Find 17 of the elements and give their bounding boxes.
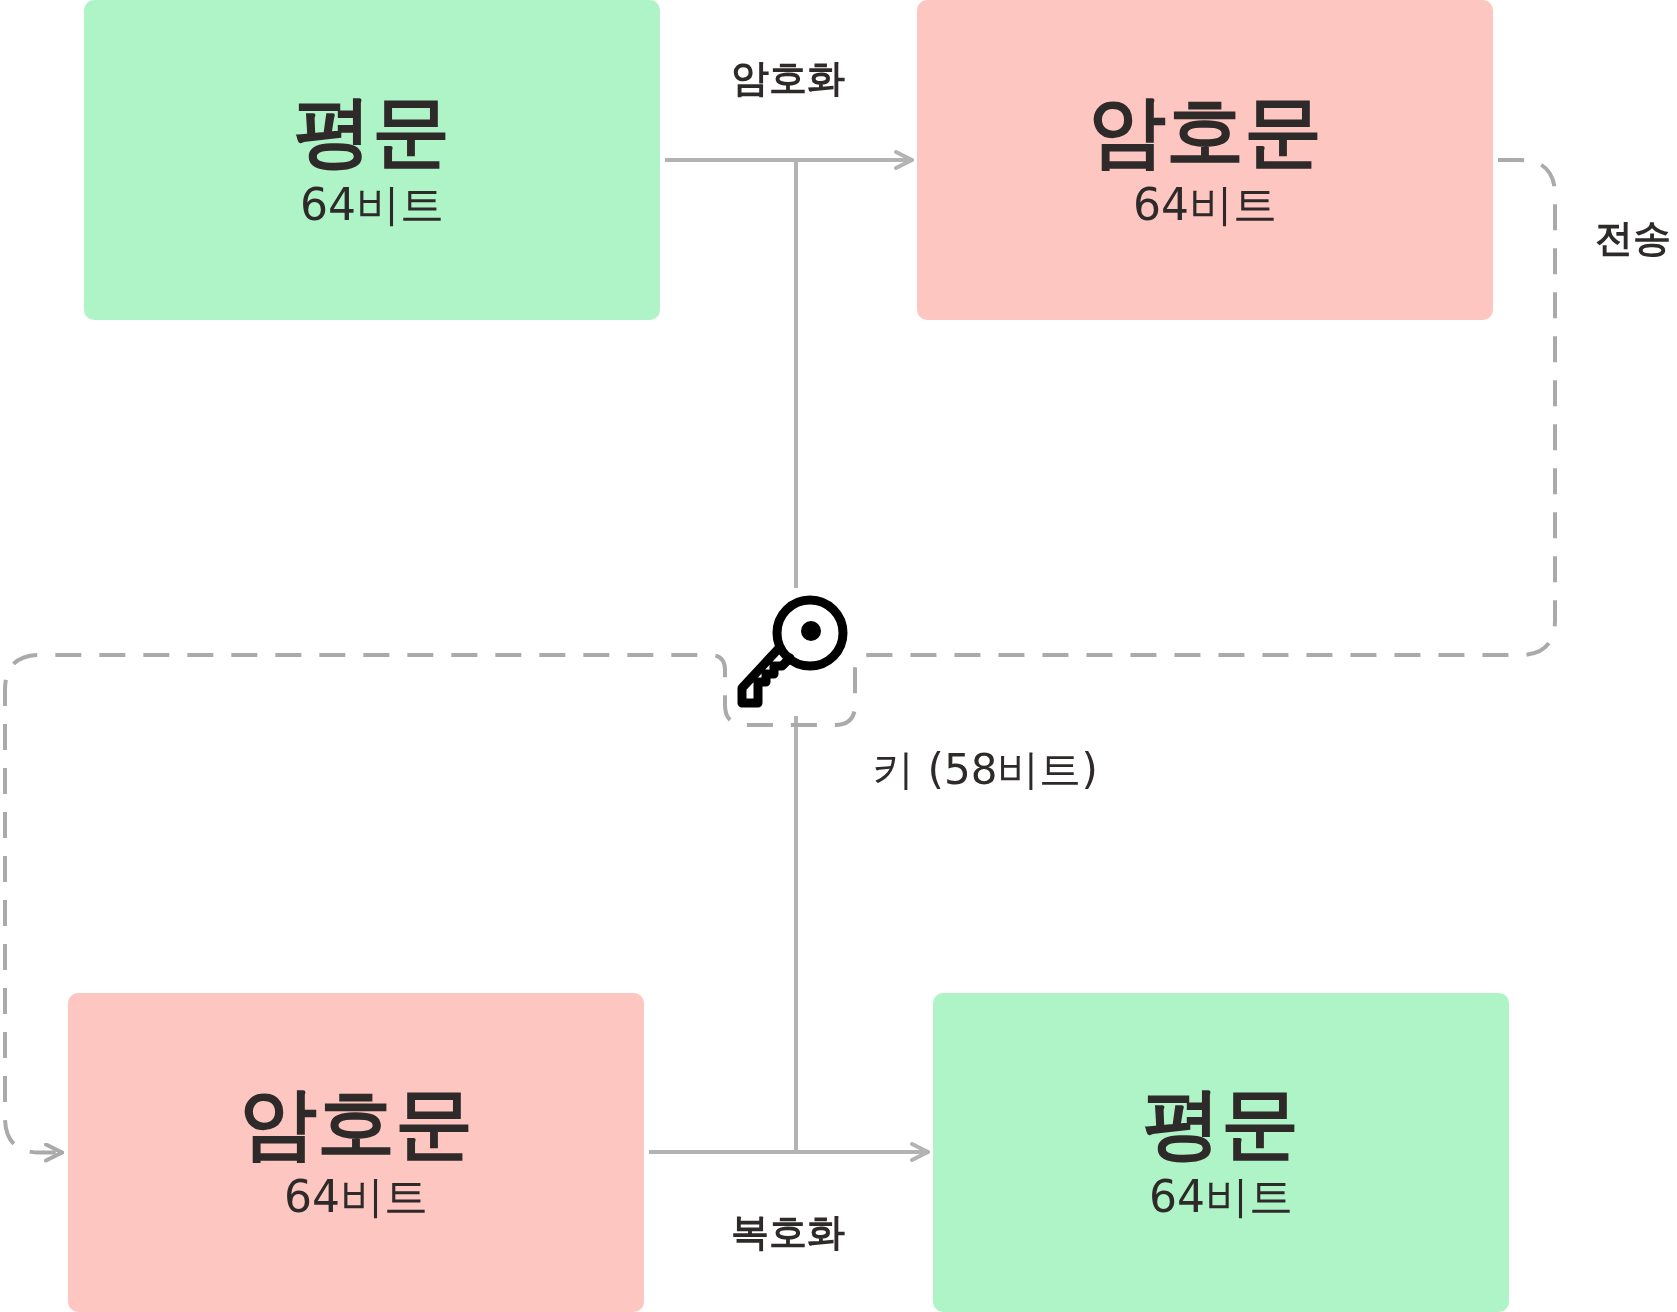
dashed-arrow	[3, 158, 1557, 1163]
text-box	[933, 993, 1509, 1312]
text-box	[84, 0, 660, 320]
box-subtitle: 64비트	[300, 178, 444, 232]
box-subtitle: 64비트	[284, 1171, 428, 1224]
text-box	[917, 0, 1493, 320]
box-title: 암호문	[1088, 88, 1322, 175]
box-title: 평문	[294, 88, 450, 175]
box-title: 평문	[1143, 1081, 1299, 1167]
box-subtitle: 64비트	[1149, 1171, 1293, 1224]
text-box	[68, 993, 644, 1312]
box-title: 암호문	[239, 1081, 473, 1167]
arrow	[649, 1142, 930, 1162]
connector-line	[794, 716, 798, 1152]
arrow	[665, 150, 914, 170]
box-subtitle: 64비트	[1133, 178, 1277, 232]
connector-line	[794, 160, 798, 588]
